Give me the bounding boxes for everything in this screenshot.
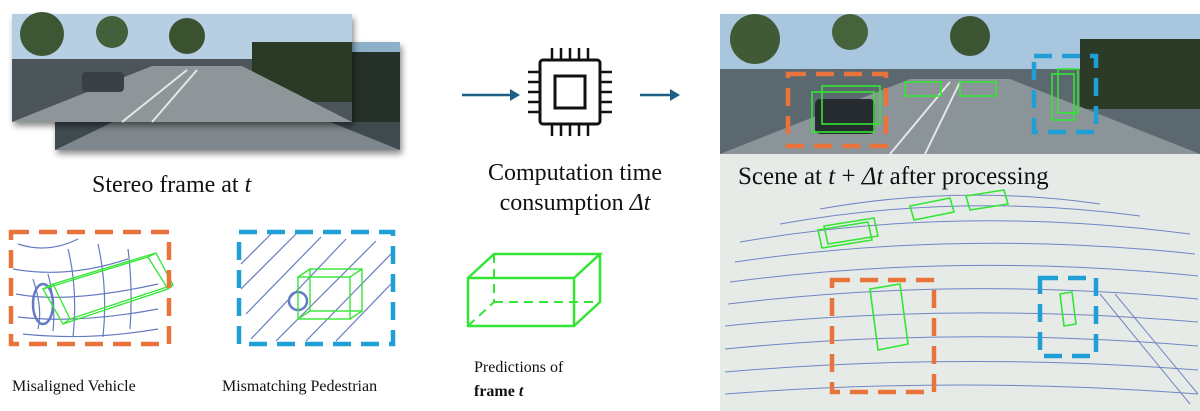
lidar-vehicle-highlight — [829, 277, 937, 395]
stereo-front-scene — [12, 12, 352, 123]
scene-photo — [720, 14, 1200, 155]
pedestrian-lidar-points — [240, 233, 392, 342]
pedestrian-predicted-box — [297, 268, 363, 320]
predictions-caption: Predictions of frame t — [474, 356, 563, 404]
mismatching-pedestrian-crop — [236, 229, 396, 347]
computation-line-1: Computation time — [488, 160, 662, 186]
predictions-line-1: Predictions of — [474, 359, 564, 376]
mismatching-highlight-frame — [236, 229, 396, 347]
cpu-chip-icon — [528, 48, 612, 136]
arrow-right-icon — [640, 89, 680, 101]
scene-lidar-pointcloud — [724, 189, 1199, 405]
lidar-pedestrian-highlight — [1037, 275, 1099, 359]
scene-caption: Scene at t + Δt after processing — [738, 163, 1049, 190]
predictions-line-2: frame t — [474, 383, 524, 400]
computation-line-2: consumption Δt — [499, 190, 651, 216]
scene-lidar-panel — [720, 154, 1200, 411]
mismatching-pedestrian-label: Mismatching Pedestrian — [222, 378, 378, 395]
bounding-box-3d-icon — [466, 252, 604, 328]
misaligned-vehicle-label: Misaligned Vehicle — [12, 378, 136, 395]
arrow-right-icon — [462, 89, 520, 101]
scene-pedestrian-highlight — [1031, 53, 1099, 135]
stereo-frame-front — [12, 12, 352, 123]
vehicle-lidar-points — [12, 238, 159, 338]
computation-time-caption: Computation time consumption Δt — [470, 158, 680, 218]
misaligned-vehicle-crop — [8, 229, 174, 347]
scene-photo-image — [720, 14, 1200, 155]
stereo-frame-caption: Stereo frame at t — [92, 172, 252, 198]
misaligned-highlight-frame — [8, 229, 172, 347]
vehicle-predicted-box — [42, 252, 174, 325]
